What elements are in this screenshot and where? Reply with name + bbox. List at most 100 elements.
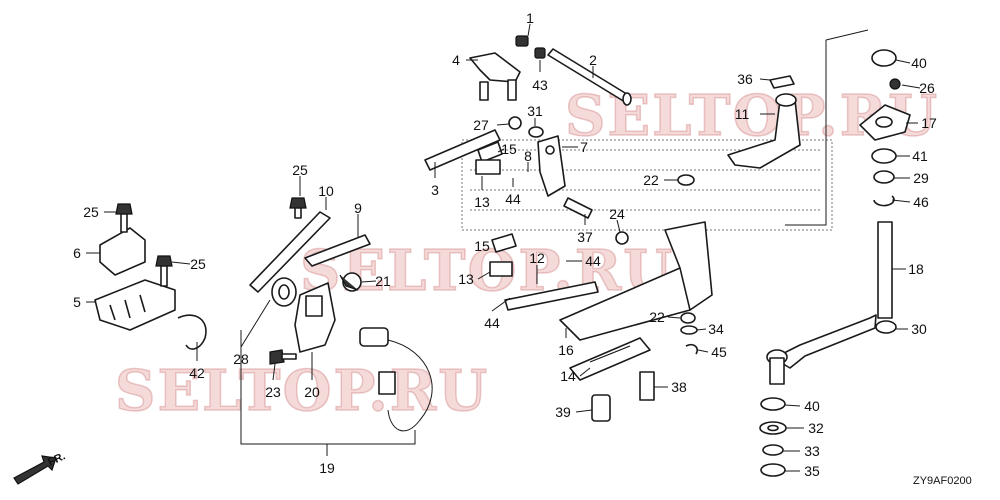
part-11-arm xyxy=(727,93,801,169)
callout-c14: 14 xyxy=(560,367,591,384)
callout-number: 25 xyxy=(190,256,206,272)
callout-c1: 1 xyxy=(526,10,534,37)
part-5-bracket xyxy=(94,279,176,331)
part-40-top-ring xyxy=(871,49,897,67)
leader-line xyxy=(361,280,377,283)
part-30-washer xyxy=(875,320,897,334)
leader-line xyxy=(616,219,621,233)
leader-line xyxy=(901,84,921,89)
callout-c11: 11 xyxy=(735,106,775,122)
callout-number: 31 xyxy=(527,103,543,119)
part-37-pin xyxy=(563,197,593,219)
callout-c25c: 25 xyxy=(171,256,206,272)
part-21-clamp xyxy=(339,272,362,292)
callout-number: 5 xyxy=(73,294,81,310)
callout-c21: 21 xyxy=(361,273,391,289)
watermark-middle: SELTOP.RU xyxy=(300,238,674,304)
leader-line xyxy=(477,271,491,280)
part-26-bolt xyxy=(889,78,901,90)
callout-c22: 22 xyxy=(643,172,678,188)
part-32-washer xyxy=(759,421,787,435)
callout-number: 17 xyxy=(921,115,937,131)
leader-line xyxy=(497,148,505,153)
callout-number: 32 xyxy=(808,420,824,436)
callout-number: 11 xyxy=(735,106,750,122)
callout-c23: 23 xyxy=(265,363,281,400)
part-18-shaft xyxy=(766,221,893,385)
callout-number: 23 xyxy=(265,384,281,400)
callout-number: 40 xyxy=(911,55,927,71)
part-36-clip xyxy=(769,75,795,89)
part-1-joint xyxy=(515,35,529,47)
callout-number: 44 xyxy=(585,253,601,269)
part-7-arm xyxy=(537,135,566,197)
part-10-rod xyxy=(249,211,331,293)
callout-number: 28 xyxy=(233,351,249,367)
callout-c31: 31 xyxy=(527,103,543,126)
callout-number: 18 xyxy=(908,261,924,277)
callout-number: 30 xyxy=(911,321,927,337)
callout-number: 4 xyxy=(452,52,460,68)
callout-c2: 2 xyxy=(589,52,597,78)
callout-c13: 13 xyxy=(474,176,490,210)
part-35-ring xyxy=(760,463,786,477)
callout-number: 8 xyxy=(524,148,532,164)
callout-number: 34 xyxy=(708,321,724,337)
callout-c20: 20 xyxy=(304,352,320,400)
part-4-lever xyxy=(469,52,521,101)
callout-c26: 26 xyxy=(901,80,935,96)
callout-c44c: 44 xyxy=(484,297,511,331)
callout-c41: 41 xyxy=(896,148,928,164)
callout-c28: 28 xyxy=(233,299,271,367)
part-45-clip xyxy=(685,343,699,355)
leader-line xyxy=(575,409,593,413)
callout-c9: 9 xyxy=(354,200,362,238)
honda-logo-outline xyxy=(461,139,833,231)
callout-number: 21 xyxy=(375,273,391,289)
part-15-slider-lower xyxy=(491,233,517,253)
callout-c35: 35 xyxy=(785,463,820,479)
callout-number: 2 xyxy=(589,52,597,68)
callout-number: 36 xyxy=(737,71,753,87)
callout-c44: 44 xyxy=(505,178,521,207)
part-40-bottom-ring xyxy=(760,397,786,411)
part-20-bracket xyxy=(294,282,336,353)
callout-c25b: 25 xyxy=(83,204,116,220)
part-22-lower xyxy=(680,312,696,324)
callout-c38: 38 xyxy=(654,379,687,395)
part-31-washer xyxy=(528,126,544,138)
callout-c46: 46 xyxy=(891,194,929,210)
callout-c13b: 13 xyxy=(458,271,491,287)
part-39-collar xyxy=(591,394,611,422)
callout-c42: 42 xyxy=(189,342,205,381)
callout-number: 41 xyxy=(912,148,928,164)
part-2-rod xyxy=(547,48,632,106)
callout-number: 3 xyxy=(431,182,439,198)
part-14-guide xyxy=(569,337,651,381)
callout-number: 9 xyxy=(354,200,362,216)
callout-layer: 1234567891011121313141515161718192021222… xyxy=(73,10,937,479)
callout-number: 16 xyxy=(558,342,574,358)
callout-c33: 33 xyxy=(783,443,820,459)
part-13-block-upper xyxy=(475,159,501,175)
front-mark: FR. xyxy=(46,450,67,468)
callout-c15: 15 xyxy=(497,141,517,157)
callout-c37: 37 xyxy=(577,214,593,245)
part-41-ring xyxy=(871,148,897,164)
callout-c43: 43 xyxy=(532,60,548,93)
leader-line xyxy=(527,23,531,37)
part-43-nut xyxy=(534,47,546,59)
callout-number: 38 xyxy=(671,379,687,395)
leader-line xyxy=(891,199,911,203)
callout-c3: 3 xyxy=(431,162,439,198)
leader-line xyxy=(579,367,591,377)
callout-number: 13 xyxy=(458,271,474,287)
callout-c18: 18 xyxy=(892,261,924,277)
part-27-bolt xyxy=(508,116,522,130)
callout-c16: 16 xyxy=(558,328,574,358)
leader-line xyxy=(895,59,911,64)
switch-and-wire xyxy=(359,327,433,432)
part-38-pin xyxy=(639,371,655,401)
